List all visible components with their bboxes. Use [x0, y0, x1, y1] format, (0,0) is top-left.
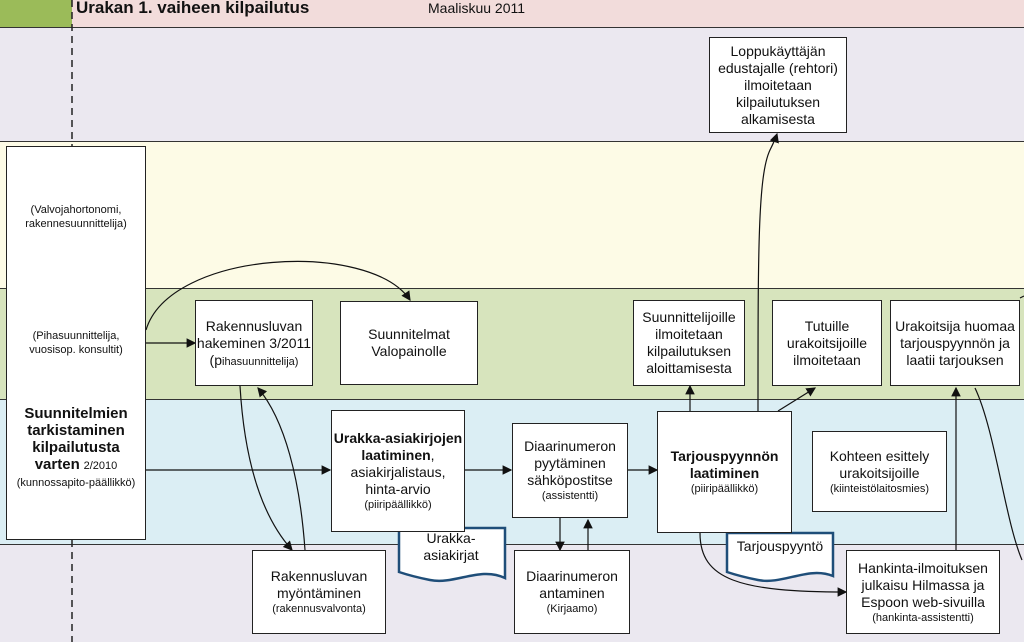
lane-supervisor — [0, 142, 1024, 289]
design-lane-label: (Pihasuunnittelija, vuosisop. konsultit) — [29, 330, 123, 356]
contract-docs-label: Urakka-asiakirjat — [423, 530, 479, 563]
tender-title: Tarjouspyynnön laatiminen — [670, 448, 779, 481]
procurement-role: (hankinta-assistentti) — [872, 611, 974, 624]
header-lane — [0, 0, 1024, 28]
diary-request-text: Diaarinumeron pyytäminen sähköpostitse — [524, 438, 616, 488]
diary-give-role: (Kirjaamo) — [546, 603, 598, 615]
contract-docs-rest: , asiakirjalistaus, hinta-arvio — [350, 447, 446, 497]
arrow-check-to-plans — [145, 260, 411, 331]
permit-grant-text: Rakennusluvan myöntäminen — [270, 568, 368, 601]
contractors-notify-box: Tutuille urakoitsijoille ilmoitetaan — [772, 300, 882, 386]
arrow-bid-out — [1019, 295, 1024, 299]
procurement-text: Hankinta-ilmoituksen julkaisu Hilmassa j… — [858, 559, 988, 610]
arrow-tender-to-enduser — [757, 132, 779, 412]
designers-notify-box: Suunnittelijoille ilmoitetaan kilpailutu… — [633, 300, 745, 386]
document-shape-contract — [397, 526, 507, 583]
designers-notify-text: Suunnittelijoille ilmoitetaan kilpailutu… — [642, 309, 736, 376]
diary-give-text: Diaarinumeron antaminen — [526, 568, 618, 601]
site-intro-text: Kohteen esittely urakoitsijoille — [829, 447, 930, 481]
check-plans-role: (kunnossapito-päällikkö) — [16, 477, 136, 489]
check-plans-title: Suunnitelmien tarkistaminen kilpailutust… — [24, 405, 128, 473]
check-plans-box: (Valvojahortonomi, rakennesuunnittelija)… — [6, 146, 146, 540]
check-plans-date: 2/2010 — [83, 460, 118, 472]
arrow-tender-to-procurement — [699, 532, 848, 597]
header-stub — [0, 0, 72, 27]
procurement-box: Hankinta-ilmoituksen julkaisu Hilmassa j… — [846, 550, 1000, 634]
tender-doc-label: Tarjouspyyntö — [736, 538, 824, 554]
date-label: Maaliskuu 2011 — [428, 0, 526, 16]
tender-role: (piiripäällikkö) — [690, 483, 759, 495]
permit-grant-role: (rakennusvalvonta) — [272, 603, 366, 615]
end-user-notify-box: Loppukäyttäjän edustajalle (rehtori) ilm… — [709, 37, 847, 133]
plans-print-box: Suunnitelmat Valopainolle — [340, 301, 478, 385]
contract-docs-title: Urakka-asiakirjojen laatiminen — [333, 430, 463, 463]
contract-docs-role: (piiripäällikkö) — [364, 499, 432, 511]
site-intro-role: (kiinteistölaitosmies) — [829, 482, 930, 495]
diary-request-role: (assistentti) — [541, 490, 599, 502]
arrow-tender-to-contractors — [777, 387, 817, 412]
lane-end-user — [0, 28, 1024, 142]
arrow-bid-right — [974, 387, 1023, 561]
arrow-permit-to-grant — [239, 385, 293, 551]
site-intro-box: Kohteen esittely urakoitsijoille (kiinte… — [812, 431, 947, 512]
page-title: Urakan 1. vaiheen kilpailutus — [76, 0, 310, 17]
permit-apply-role: ihasuunnittelija) — [222, 355, 299, 368]
tender-box: Tarjouspyynnön laatiminen (piiripäällikk… — [657, 411, 792, 533]
permit-apply-text: Rakennusluvan hakeminen 3/2011 — [196, 317, 312, 351]
permit-apply-box: Rakennusluvan hakeminen 3/2011 (pihasuun… — [195, 300, 313, 386]
diary-give-box: Diaarinumeron antaminen (Kirjaamo) — [514, 550, 630, 634]
plans-print-text: Suunnitelmat Valopainolle — [368, 326, 450, 359]
diary-request-box: Diaarinumeron pyytäminen sähköpostitse (… — [512, 423, 628, 518]
document-shape-tender — [725, 531, 835, 583]
contractor-bid-text: Urakoitsija huomaa tarjouspyynnön ja laa… — [895, 317, 1015, 368]
permit-grant-box: Rakennusluvan myöntäminen (rakennusvalvo… — [252, 550, 386, 634]
contractors-notify-text: Tutuille urakoitsijoille ilmoitetaan — [786, 317, 868, 368]
supervisor-lane-label: (Valvojahortonomi, rakennesuunnittelija) — [25, 204, 127, 230]
contract-docs-box: Urakka-asiakirjojen laatiminen, asiakirj… — [331, 410, 465, 532]
arrow-grant-to-permit — [257, 387, 306, 551]
end-user-notify-text: Loppukäyttäjän edustajalle (rehtori) ilm… — [718, 42, 838, 127]
contractor-bid-box: Urakoitsija huomaa tarjouspyynnön ja laa… — [890, 300, 1020, 386]
permit-apply-p: (p — [209, 351, 222, 368]
